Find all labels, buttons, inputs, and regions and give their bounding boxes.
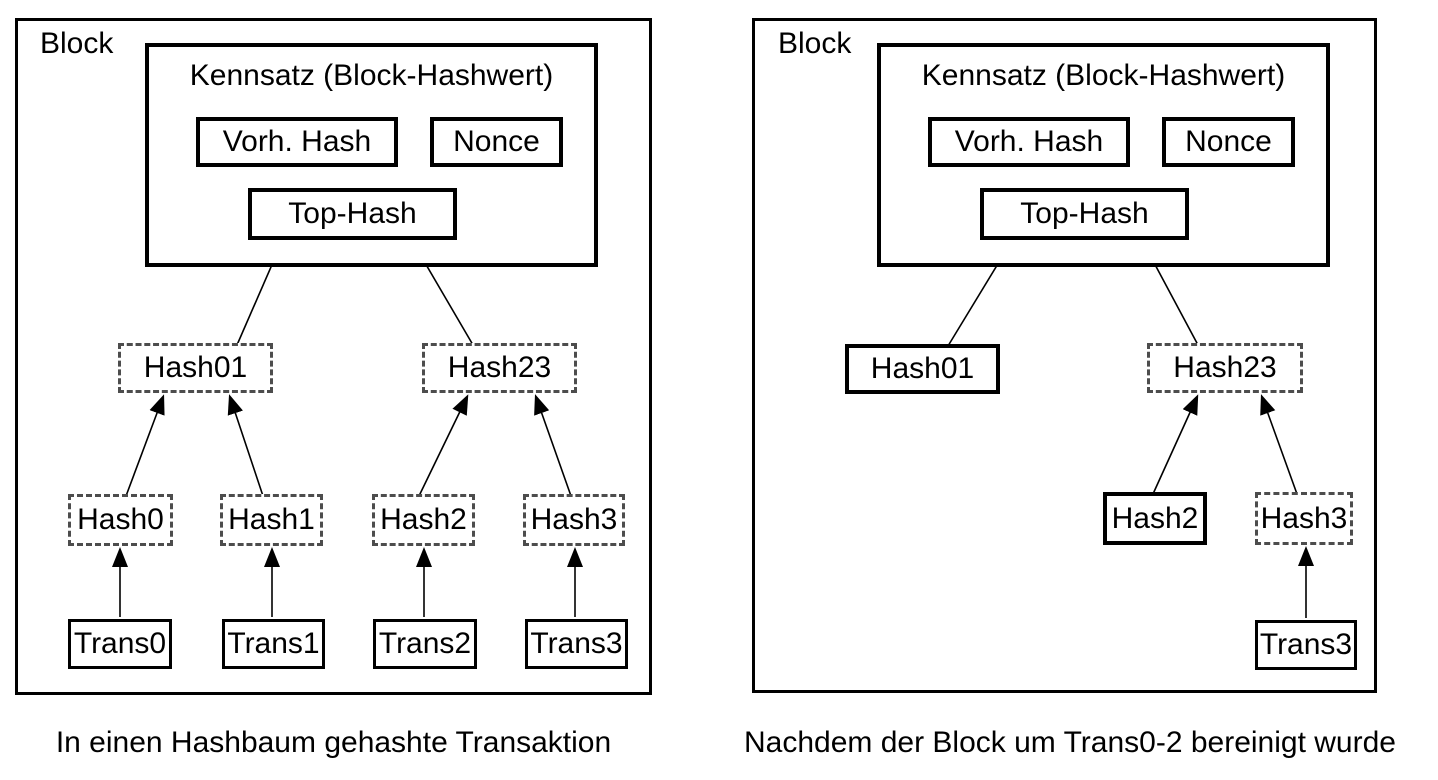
right-block-panel: Block Kennsatz (Block-Hashwert) Vorh. Ha… [752, 18, 1377, 693]
top-hash-box: Top-Hash [248, 188, 457, 240]
arrow-left-hash2-hash23 [418, 394, 469, 497]
node-hash01: Hash01 [845, 344, 1000, 394]
node-trans3: Trans3 [1255, 620, 1357, 670]
node-hash23: Hash23 [1147, 343, 1303, 393]
node-hash23: Hash23 [422, 343, 577, 393]
vorh-hash-box: Vorh. Hash [928, 117, 1130, 167]
nonce-box: Nonce [430, 117, 563, 167]
left-block-panel: Block Kennsatz (Block-Hashwert) Vorh. Ha… [15, 18, 652, 695]
kennsatz-title: Kennsatz (Block-Hashwert) [921, 59, 1286, 92]
node-hash0: Hash0 [68, 494, 173, 546]
right-caption: Nachdem der Block um Trans0-2 bereinigt … [744, 726, 1396, 759]
block-label: Block [778, 27, 852, 60]
node-trans0: Trans0 [68, 619, 172, 669]
kennsatz-box: Kennsatz (Block-Hashwert) Vorh. Hash Non… [877, 43, 1330, 267]
arrow-right-hash2-hash23 [1152, 394, 1199, 495]
block-label: Block [40, 27, 114, 60]
node-trans1: Trans1 [222, 619, 325, 669]
kennsatz-title: Kennsatz (Block-Hashwert) [189, 59, 554, 92]
arrow-left-hash1-hash01 [227, 394, 264, 497]
node-hash2: Hash2 [1103, 492, 1207, 545]
arrow-left-hash0-hash01 [125, 394, 165, 497]
node-hash2: Hash2 [372, 494, 475, 546]
node-trans2: Trans2 [373, 619, 477, 669]
left-caption: In einen Hashbaum gehashte Transaktion [55, 726, 612, 759]
node-trans3: Trans3 [525, 619, 628, 669]
arrow-left-hash3-hash23 [534, 394, 572, 497]
kennsatz-box: Kennsatz (Block-Hashwert) Vorh. Hash Non… [145, 43, 598, 267]
node-hash1: Hash1 [220, 494, 323, 546]
node-hash01: Hash01 [118, 343, 273, 393]
vorh-hash-box: Vorh. Hash [196, 117, 398, 167]
node-hash3: Hash3 [523, 494, 625, 546]
node-hash3: Hash3 [1255, 492, 1353, 545]
nonce-box: Nonce [1162, 117, 1295, 167]
top-hash-box: Top-Hash [980, 188, 1189, 240]
arrow-right-hash3-hash23 [1260, 394, 1298, 495]
